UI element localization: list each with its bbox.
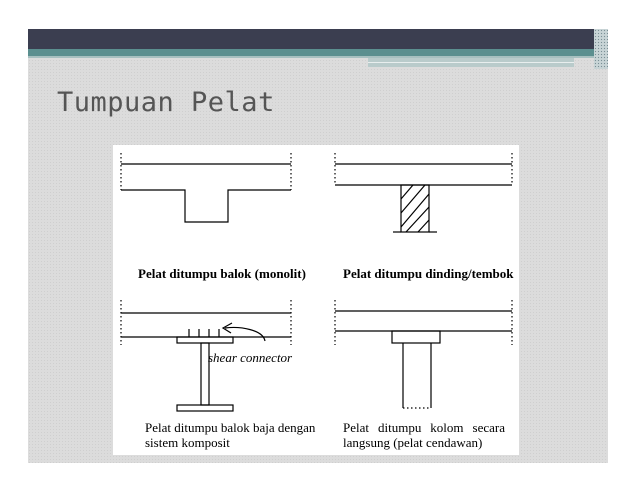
caption-wall: Pelat ditumpu dinding/tembok <box>343 266 514 281</box>
caption-composite-line1: Pelat ditumpu balok baja dengan <box>145 420 316 435</box>
support-diagram: Pelat ditumpu balok (monolit) Pelat ditu… <box>113 145 519 455</box>
slide: Tumpuan Pelat <box>28 29 608 463</box>
caption-monolith-beam: Pelat ditumpu balok (monolit) <box>138 266 306 281</box>
caption-composite-line2: sistem komposit <box>145 435 230 450</box>
header-bar-teal <box>28 49 594 56</box>
panel-monolith-beam <box>120 153 292 223</box>
slide-title: Tumpuan Pelat <box>57 87 275 118</box>
header-corner-pattern <box>594 29 608 69</box>
header-bar-accent-line <box>368 62 574 63</box>
header-bar-dark <box>28 29 594 49</box>
support-diagram-drawing <box>120 153 513 412</box>
annotation-shear-connector: shear connector <box>208 350 293 365</box>
header-bar-light <box>28 56 594 58</box>
caption-column-line2: langsung (pelat cendawan) <box>343 435 483 450</box>
panel-column-flat-slab <box>334 300 513 409</box>
panel-wall <box>334 153 513 233</box>
caption-column-line1: Pelat ditumpu kolom secara <box>343 420 505 435</box>
panel-composite-steel-beam <box>120 300 292 412</box>
